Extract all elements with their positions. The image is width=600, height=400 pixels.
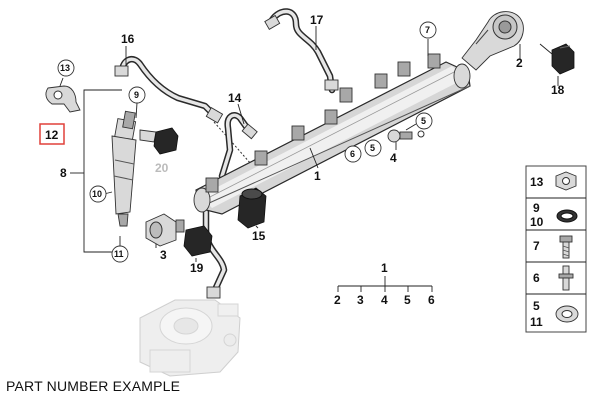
callout-leaders bbox=[59, 26, 559, 262]
connector-15 bbox=[237, 187, 267, 229]
legend-label-10: 10 bbox=[530, 215, 544, 229]
callout-3: 3 bbox=[160, 248, 167, 262]
callout-9: 9 bbox=[134, 90, 139, 100]
tree-child-5: 6 bbox=[428, 293, 435, 307]
legend-label-5: 5 bbox=[533, 299, 540, 313]
tree-child-2: 3 bbox=[357, 293, 364, 307]
legend-label-9: 9 bbox=[533, 201, 540, 215]
callout-10-circle bbox=[89, 185, 107, 203]
callout-9-circle bbox=[128, 86, 146, 104]
legend-label-13: 13 bbox=[530, 175, 544, 189]
bolt-4 bbox=[387, 129, 413, 143]
callout-14: 14 bbox=[228, 91, 242, 105]
pressure-pipe-14 bbox=[218, 112, 258, 180]
pressure-sensor bbox=[461, 11, 524, 71]
legend-row-washer: 5 11 bbox=[530, 299, 579, 329]
common-rail bbox=[193, 53, 471, 215]
callout-15: 15 bbox=[252, 229, 266, 243]
legend-label-6: 6 bbox=[533, 271, 540, 285]
callout-10: 10 bbox=[92, 189, 102, 199]
callout-2: 2 bbox=[516, 56, 523, 70]
callout-20: 20 bbox=[155, 161, 169, 175]
callout-18: 18 bbox=[551, 83, 565, 97]
callout-5a: 5 bbox=[421, 116, 426, 126]
sensor-3 bbox=[145, 213, 185, 247]
callout-16: 16 bbox=[121, 32, 135, 46]
tree-root: 1 bbox=[381, 261, 388, 275]
callout-17: 17 bbox=[310, 13, 324, 27]
callout-5a-circle bbox=[415, 112, 433, 130]
callout-6-circle bbox=[344, 145, 362, 163]
hardware-legend: 13 9 10 7 6 5 11 bbox=[525, 165, 587, 333]
pressure-pipe-17 bbox=[264, 8, 339, 94]
tree-child-1: 2 bbox=[334, 293, 341, 307]
clamp bbox=[45, 85, 81, 113]
callout-7-circle bbox=[419, 21, 437, 39]
pressure-pipe-lower bbox=[202, 208, 228, 299]
legend-row-bolt: 7 bbox=[533, 235, 573, 259]
caption: PART NUMBER EXAMPLE bbox=[6, 378, 181, 394]
callout-19: 19 bbox=[190, 261, 204, 275]
callouts: 16 17 7 2 18 13 12 9 20 14 1 5 5 6 4 8 1… bbox=[39, 13, 565, 275]
part-hierarchy-tree: 1 2 3 4 5 6 bbox=[334, 261, 435, 307]
legend-label-11: 11 bbox=[530, 315, 543, 329]
tree-child-3: 4 bbox=[381, 293, 388, 307]
callout-12: 12 bbox=[45, 128, 59, 142]
callout-5b-circle bbox=[364, 139, 382, 157]
legend-row-stud: 6 bbox=[533, 265, 574, 291]
connector-19 bbox=[183, 225, 213, 257]
callout-11-circle bbox=[111, 245, 129, 263]
callout-6: 6 bbox=[350, 149, 355, 159]
connector-18 bbox=[551, 43, 575, 75]
washer-5 bbox=[417, 130, 425, 138]
callout-13-circle bbox=[57, 59, 75, 77]
rail-bosses bbox=[205, 53, 441, 193]
connector-20 bbox=[153, 127, 179, 155]
high-pressure-pump bbox=[139, 299, 241, 377]
callout-1: 1 bbox=[314, 169, 321, 183]
legend-row-seal: 9 10 bbox=[530, 201, 578, 229]
callout-11: 11 bbox=[114, 249, 124, 259]
callout-5b: 5 bbox=[370, 143, 375, 153]
injector bbox=[111, 110, 157, 227]
callout-4: 4 bbox=[390, 151, 397, 165]
highlight-box-12 bbox=[39, 123, 65, 145]
tree-child-4: 5 bbox=[404, 293, 411, 307]
callout-13: 13 bbox=[60, 63, 70, 73]
callout-8: 8 bbox=[60, 166, 67, 180]
callout-7: 7 bbox=[425, 25, 430, 35]
legend-label-7: 7 bbox=[533, 239, 540, 253]
legend-row-nut: 13 bbox=[530, 171, 577, 191]
